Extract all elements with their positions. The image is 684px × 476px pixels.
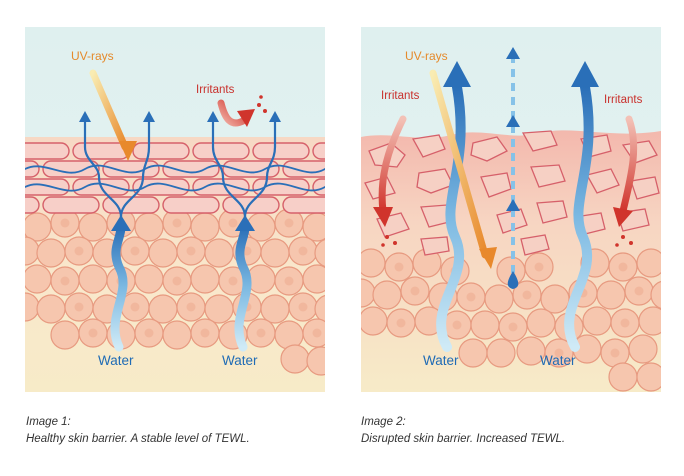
water-arrowheads bbox=[443, 61, 599, 87]
water-left-label: Water bbox=[423, 353, 459, 368]
skin-cells bbox=[25, 208, 325, 376]
water-right-label: Water bbox=[222, 353, 258, 368]
irritants-left-label: Irritants bbox=[381, 90, 420, 102]
irritant-arrows bbox=[373, 115, 638, 247]
escaping-water-arrows bbox=[436, 82, 594, 352]
water-arrows bbox=[110, 222, 252, 352]
disrupted-skin-diagram: UV-rays Irritants Irritants Water Water bbox=[361, 27, 661, 392]
caption-image-2: Image 2: Disrupted skin barrier. Increas… bbox=[361, 414, 681, 448]
caption-text: Disrupted skin barrier. Increased TEWL. bbox=[361, 433, 566, 445]
irritants-label: Irritants bbox=[196, 84, 235, 96]
healthy-skin-diagram: UV-rays Irritants Water Water bbox=[25, 27, 325, 392]
caption-text: Healthy skin barrier. A stable level of … bbox=[26, 433, 250, 445]
water-arrowheads bbox=[79, 111, 281, 231]
healthy-skin-illustration bbox=[25, 27, 325, 392]
water-droplet bbox=[507, 271, 519, 289]
water-right-label: Water bbox=[540, 353, 576, 368]
water-left-label: Water bbox=[98, 353, 134, 368]
caption-title: Image 2: bbox=[361, 416, 406, 428]
caption-image-1: Image 1: Healthy skin barrier. A stable … bbox=[26, 414, 346, 448]
disrupted-skin-illustration bbox=[361, 27, 661, 392]
caption-title: Image 1: bbox=[26, 416, 71, 428]
cell-nuclei bbox=[394, 262, 644, 358]
irritant-arrow bbox=[217, 95, 267, 127]
uv-rays-label: UV-rays bbox=[405, 49, 448, 63]
uv-ray-arrow bbox=[429, 69, 497, 269]
uv-rays-label: UV-rays bbox=[71, 49, 114, 63]
uv-ray-arrow bbox=[89, 69, 137, 161]
branching-water-paths bbox=[25, 117, 325, 219]
irritants-right-label: Irritants bbox=[604, 94, 643, 106]
cell-nuclei bbox=[60, 218, 322, 338]
dotted-water-arrow bbox=[506, 47, 520, 289]
